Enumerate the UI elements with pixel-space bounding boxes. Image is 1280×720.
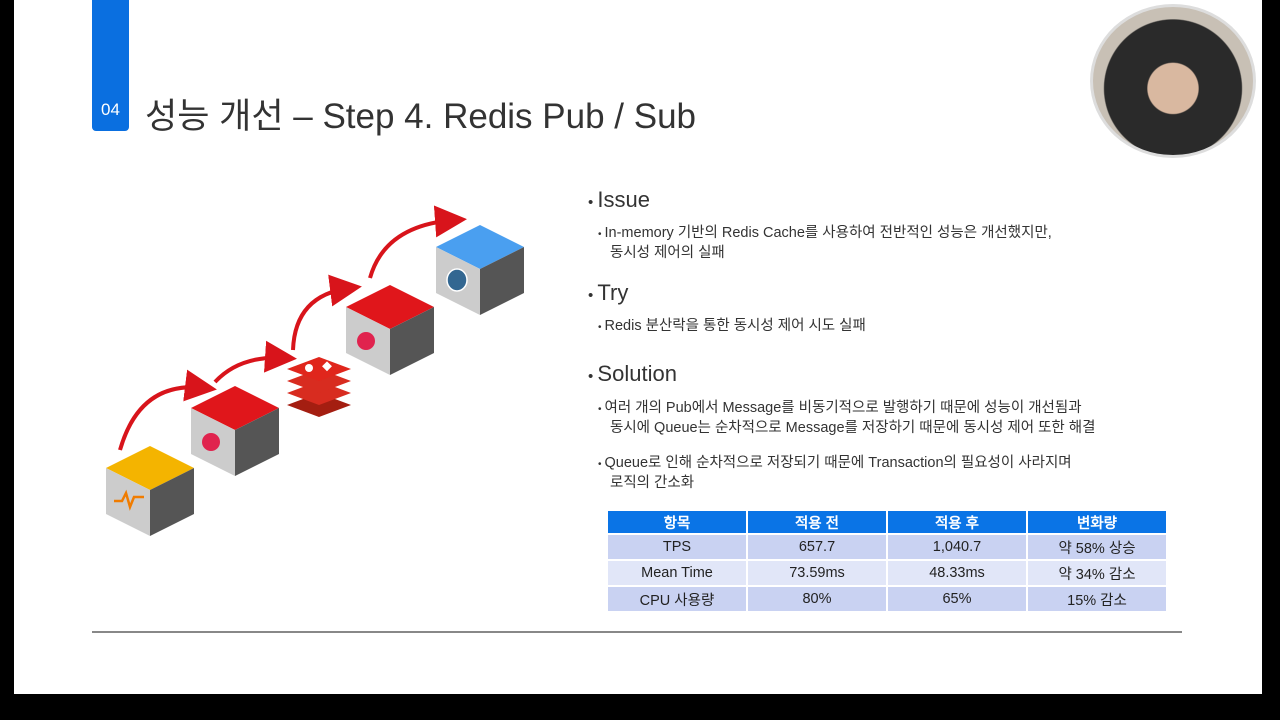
heading-try: Try — [588, 280, 628, 306]
arrow — [118, 369, 217, 451]
webcam-overlay — [1090, 4, 1256, 158]
heading-issue: Issue — [588, 187, 650, 213]
issue-bullet: •In-memory 기반의 Redis Cache를 사용하여 전반적인 성능… — [598, 225, 1052, 261]
slide-title: 성능 개선 – Step 4. Redis Pub / Sub — [145, 97, 697, 136]
arrow — [291, 274, 362, 351]
nestjs-cube — [191, 386, 279, 476]
nestjs-cube — [346, 285, 434, 375]
solution-bullet: •여러 개의 Pub에서 Message를 비동기적으로 발행하기 때문에 성능… — [598, 400, 1096, 436]
nestjs-icon — [357, 332, 375, 350]
redis-icon — [287, 357, 351, 417]
solution-bullet: •Queue로 인해 순차적으로 저장되기 때문에 Transaction의 필… — [598, 455, 1072, 491]
monitoring-cube — [106, 446, 194, 536]
postgresql-icon — [446, 268, 468, 292]
section-number: 04 — [101, 100, 120, 119]
postgresql-cube — [436, 225, 524, 315]
section-tab — [92, 0, 129, 131]
heading-solution: Solution — [588, 361, 677, 387]
pulse-icon — [114, 489, 144, 511]
arrow — [213, 340, 297, 384]
arrow — [368, 205, 467, 279]
try-bullet: •Redis 분산락을 통한 동시성 제어 시도 실패 — [598, 318, 866, 334]
nestjs-icon — [202, 433, 220, 451]
architecture-diagram — [106, 205, 524, 536]
divider — [92, 631, 1182, 633]
